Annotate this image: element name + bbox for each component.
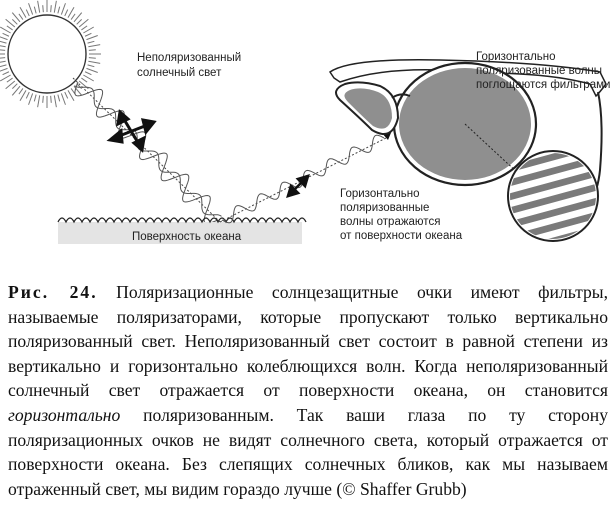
wave-icon [74, 81, 222, 224]
caption-text-2: поляризованным. Так ваши глаза по ту сто… [8, 404, 608, 499]
sun-icon [0, 0, 101, 108]
polarization-diagram: Поверхность океана Неполяризованный солн… [0, 0, 610, 244]
label-absorbed: Горизонтально поляризованные волны погло… [476, 51, 610, 91]
label-reflected: Горизонтально поляризованные волны отраж… [340, 188, 463, 242]
figure-caption: Рис. 24. Поляризационные солнцезащитные … [8, 280, 608, 501]
label-unpolarized: Неполяризованный солнечный свет [137, 52, 244, 79]
unpolarized-arrows-icon [106, 109, 157, 153]
ocean-label: Поверхность океана [132, 231, 242, 243]
ocean-surface: Поверхность океана [57, 217, 307, 244]
figure-label: Рис. 24. [8, 282, 98, 302]
caption-text-1: Поляризационные солнцезащитные очки имею… [8, 282, 609, 401]
caption-emphasis: горизонтально [8, 404, 121, 425]
incoming-ray [72, 77, 222, 224]
sunglasses-icon [328, 59, 607, 205]
